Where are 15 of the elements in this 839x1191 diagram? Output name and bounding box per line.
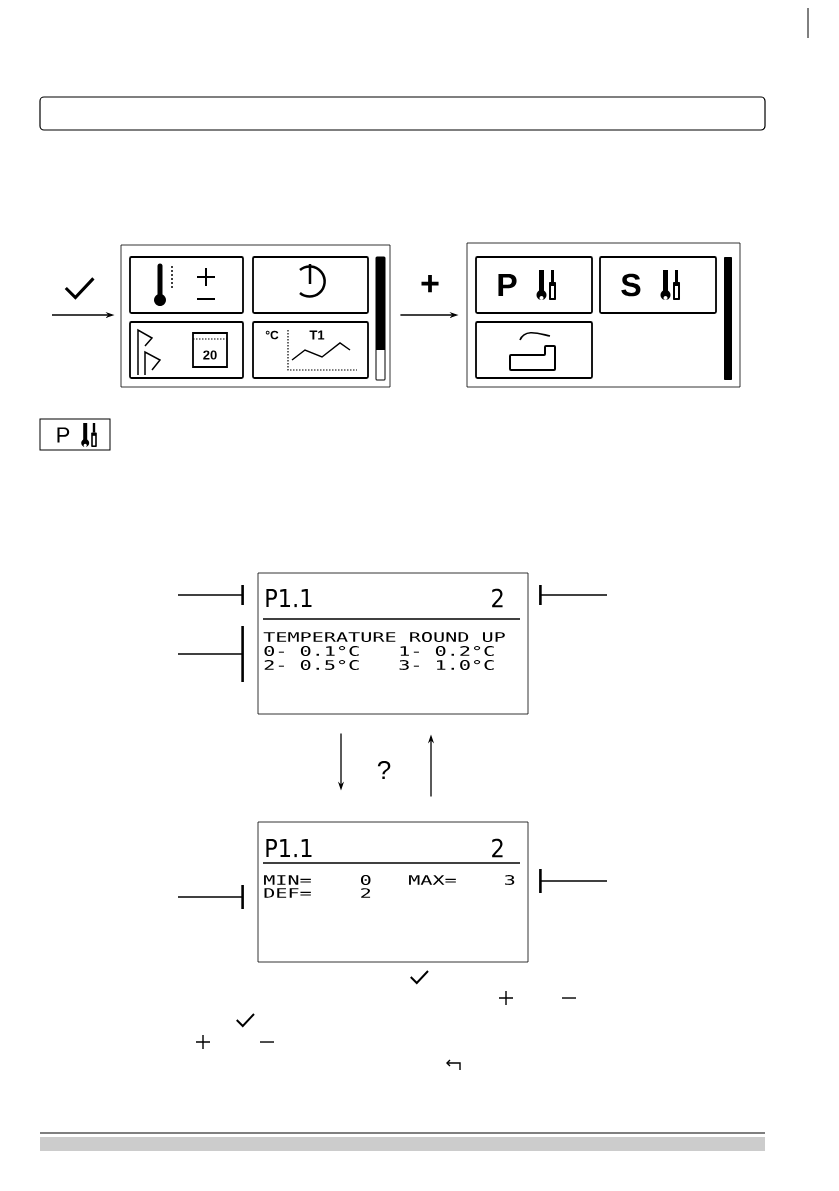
calendar-tile: 20 <box>129 321 244 379</box>
edge-label: + <box>419 274 441 296</box>
screen-frame <box>466 242 741 388</box>
leader-line <box>177 896 244 898</box>
leader-line <box>177 653 244 655</box>
display-screen: P1.1 2 MIN= 0 MAX= 3 DEF= 2 <box>257 821 529 963</box>
parameters-tile: P <box>475 256 593 314</box>
service-tile: S <box>599 256 717 314</box>
display-screen: P1.1 2 TEMPERATURE ROUND UP 0- 0.1°C 1- 0.2°C 2- 0.5°C 3- 1.0°C <box>257 572 529 715</box>
temperature-chart-tile: °C T1 <box>252 321 369 379</box>
edge-label: ? <box>375 759 393 781</box>
screen-frame <box>120 244 391 388</box>
leader-line <box>539 594 608 596</box>
leader-line <box>177 594 244 596</box>
leader-line <box>539 880 608 882</box>
